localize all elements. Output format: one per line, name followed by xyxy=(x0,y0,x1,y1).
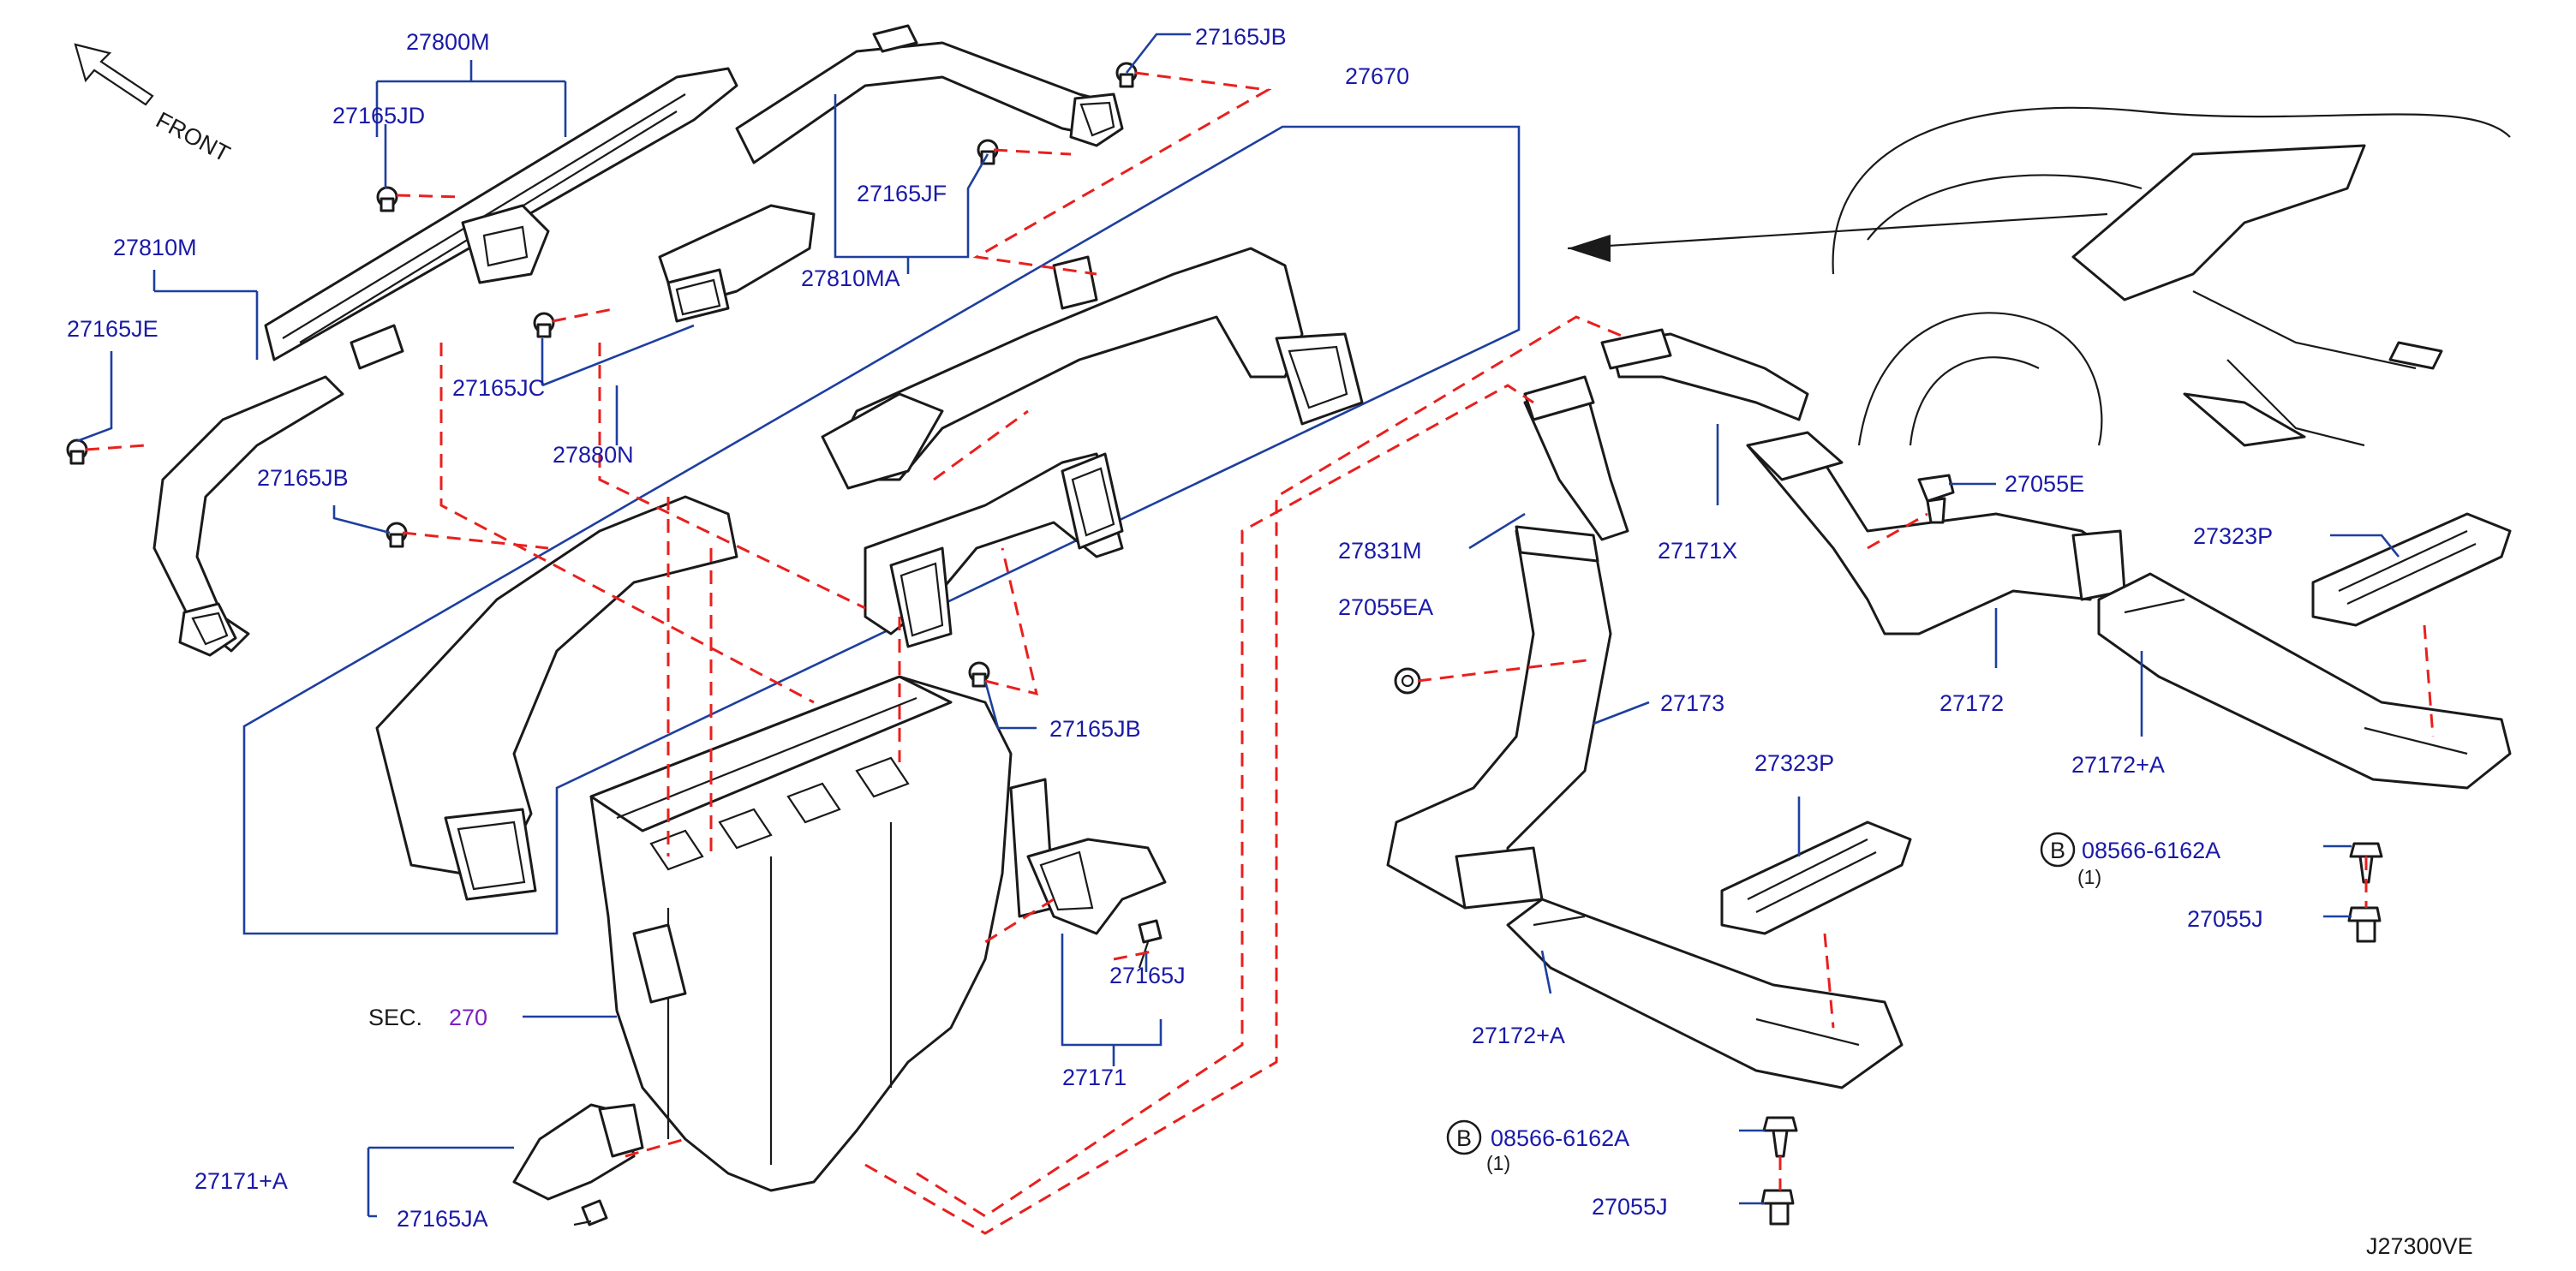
rear-foot-duct-27171A-illustration xyxy=(512,1103,644,1201)
nut-27055J-right-icon xyxy=(2347,906,2382,943)
qty-right: (1) xyxy=(2077,866,2101,888)
center-vent-duct-illustration xyxy=(864,452,1124,648)
bolt-marker-mid xyxy=(1446,1119,1482,1155)
vehicle-location-illustration xyxy=(1832,106,2511,447)
clip-27165JF-icon xyxy=(977,139,999,165)
clip-27055E-icon xyxy=(1917,474,1955,524)
bolt-marker-mid-letter: B xyxy=(1456,1125,1472,1151)
label-27880N: 27880N xyxy=(553,442,634,468)
front-label: FRONT xyxy=(152,107,234,167)
label-27172: 27172 xyxy=(1939,690,2004,716)
clip-27055EA-icon xyxy=(1394,667,1421,695)
grille-27323P-mid-illustration xyxy=(1720,820,1912,935)
nut-27055J-mid-icon xyxy=(1760,1189,1795,1226)
label-27165JB-left: 27165JB xyxy=(257,465,349,491)
screw-27165J-icon xyxy=(1138,919,1162,969)
label-08566-right: 08566-6162A xyxy=(2082,838,2220,863)
label-27323P-right: 27323P xyxy=(2193,523,2273,549)
left-foot-duct-illustration xyxy=(375,495,738,901)
center-console-duct-27171-illustration xyxy=(1026,838,1167,935)
bolt-mid-icon xyxy=(1762,1116,1798,1158)
section-number: 270 xyxy=(449,1005,487,1030)
label-27323P-mid: 27323P xyxy=(1754,750,1834,776)
diagram-id: J27300VE xyxy=(2366,1233,2473,1259)
duct-27172A-mid-illustration xyxy=(1506,898,1904,1089)
heater-unit-illustration xyxy=(589,675,1055,1192)
label-27165JE: 27165JE xyxy=(67,316,158,342)
label-27810MA: 27810MA xyxy=(801,266,900,291)
clip-27165JE-icon xyxy=(66,439,88,465)
label-27055EA: 27055EA xyxy=(1338,594,1433,620)
label-27055E: 27055E xyxy=(2005,471,2084,497)
clip-27165JB-left-icon xyxy=(386,522,408,548)
label-27800M: 27800M xyxy=(406,29,490,55)
label-27171A: 27171+A xyxy=(194,1168,288,1194)
label-27165JD: 27165JD xyxy=(332,103,425,128)
duct-27173-illustration xyxy=(1386,525,1612,910)
duct-27831M-illustration xyxy=(1523,375,1629,541)
label-08566-mid: 08566-6162A xyxy=(1491,1125,1629,1151)
bolt-marker-right xyxy=(2040,832,2076,868)
center-vent-bracket-illustration xyxy=(658,204,816,323)
bolt-marker-right-letter: B xyxy=(2050,838,2065,863)
label-27165JF: 27165JF xyxy=(857,181,947,206)
duct-27172A-right-illustration xyxy=(2097,572,2512,790)
label-27171: 27171 xyxy=(1062,1065,1127,1090)
front-arrow-icon xyxy=(74,43,154,106)
side-defrost-duct-right-illustration xyxy=(735,24,1124,164)
duct-27171X-illustration xyxy=(1600,328,1809,421)
label-27670: 27670 xyxy=(1345,63,1409,89)
clip-27165JB-top-icon xyxy=(1115,62,1138,88)
clip-27165JD-icon xyxy=(376,186,398,212)
connection-dashes xyxy=(85,71,2435,1235)
section-prefix: SEC. xyxy=(368,1005,422,1030)
label-27165J: 27165J xyxy=(1109,963,1186,988)
label-27810M: 27810M xyxy=(113,235,197,260)
assembly-27670-outline xyxy=(242,125,1521,935)
label-27165JB-mid: 27165JB xyxy=(1049,716,1141,742)
leader-lines xyxy=(76,33,2400,1218)
duct-27172-illustration xyxy=(1746,431,2126,636)
defroster-nozzle-illustration xyxy=(264,67,738,370)
clip-27165JC-icon xyxy=(533,312,555,338)
label-27172A-mid: 27172+A xyxy=(1472,1023,1565,1048)
side-defrost-duct-left-illustration xyxy=(152,375,344,657)
label-27165JC: 27165JC xyxy=(452,375,545,401)
clip-27165JB-mid-icon xyxy=(968,661,990,688)
label-27172A-right: 27172+A xyxy=(2071,752,2165,778)
qty-mid: (1) xyxy=(1486,1152,1510,1174)
grille-27323P-right-illustration xyxy=(2311,512,2512,627)
label-27055J-right: 27055J xyxy=(2187,906,2263,932)
label-27171X: 27171X xyxy=(1658,538,1737,564)
main-floor-duct-illustration xyxy=(821,247,1364,490)
label-27165JB-top: 27165JB xyxy=(1195,24,1287,50)
location-pointer-arrow xyxy=(1567,212,2108,262)
label-27165JA: 27165JA xyxy=(397,1206,488,1232)
screw-27165JA-icon xyxy=(573,1199,608,1226)
label-27055J-mid: 27055J xyxy=(1592,1194,1668,1220)
label-27173: 27173 xyxy=(1660,690,1724,716)
label-27831M: 27831M xyxy=(1338,538,1422,564)
